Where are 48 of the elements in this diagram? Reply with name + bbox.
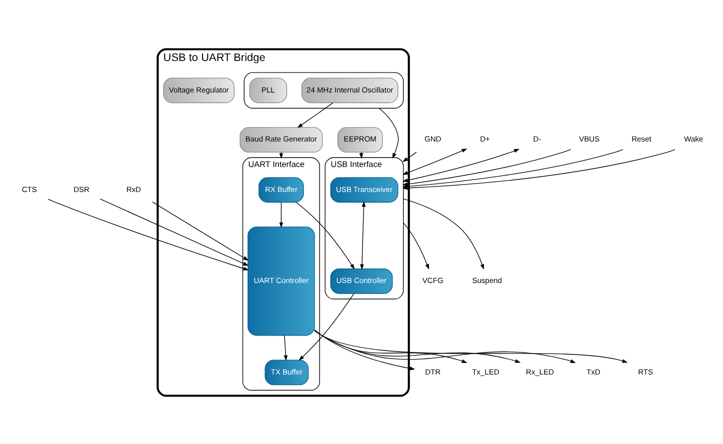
arrow <box>378 107 399 158</box>
arrow <box>152 201 249 260</box>
node-text: TxD <box>586 366 600 376</box>
node-box: RX Buffer <box>258 176 304 202</box>
node-text: Wake <box>684 134 704 144</box>
arrow <box>314 330 576 362</box>
node-text: DSR <box>74 184 90 194</box>
arrow <box>284 334 288 360</box>
arrow <box>314 329 468 363</box>
arrow <box>314 330 521 362</box>
cluster <box>244 72 404 108</box>
arrow <box>402 148 572 186</box>
arrow <box>297 102 334 128</box>
node-text: RxD <box>126 184 142 194</box>
node-text: Suspend <box>472 276 502 285</box>
arrow <box>296 201 355 269</box>
node-box: Voltage Regulator <box>163 77 235 103</box>
node-text: D- <box>533 134 542 144</box>
arrow <box>48 198 249 270</box>
node-text: Tx_LED <box>472 366 500 376</box>
node-box: TX Buffer <box>264 359 309 385</box>
node-box: UART Controller <box>248 226 315 336</box>
node-text: Rx_LED <box>526 366 554 376</box>
node-text: RTS <box>638 366 654 376</box>
node-box: PLL <box>249 77 288 103</box>
node-text: CTS <box>22 184 37 194</box>
node-box: EEPROM <box>337 126 383 152</box>
node-text: VBUS <box>579 134 600 144</box>
arrow <box>279 202 284 228</box>
arrow <box>402 148 520 182</box>
arrow <box>314 328 416 370</box>
node-box: Baud Rate Generator <box>240 126 323 152</box>
node-text: Reset <box>632 134 652 144</box>
node-box: 24 MHz Internal Oscillator <box>301 77 398 103</box>
arrow <box>403 198 484 270</box>
arrow <box>298 292 354 360</box>
arrow <box>402 148 468 174</box>
arrow <box>314 330 628 362</box>
arrow <box>403 222 430 270</box>
arrow <box>100 198 249 266</box>
node-box: USB Controller <box>330 268 393 294</box>
node-box: USB Transceiver <box>330 176 398 202</box>
node-text: DTR <box>425 366 441 376</box>
node-text: GND <box>424 134 442 144</box>
arrow <box>402 151 417 162</box>
node-text: D+ <box>480 134 490 144</box>
arrow <box>360 200 366 270</box>
node-text: VCFG <box>422 276 444 285</box>
